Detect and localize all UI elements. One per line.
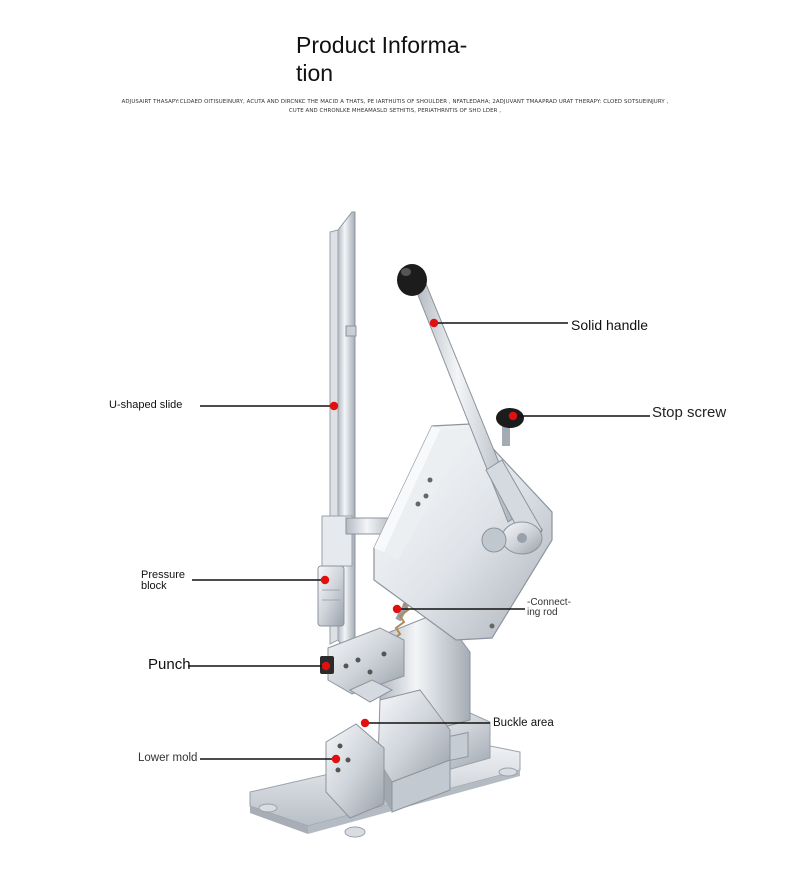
- u-shaped-slide: [321, 211, 357, 651]
- pressure-block: [317, 565, 345, 627]
- leader-lines: [188, 322, 650, 760]
- solid-handle: [397, 264, 543, 555]
- label-punch: Punch: [148, 656, 191, 673]
- marker-u-shaped-slide: [329, 401, 339, 411]
- handle-knob-icon: [397, 264, 427, 296]
- label-lower-mold: Lower mold: [138, 752, 198, 764]
- marker-pressure-block: [320, 575, 330, 585]
- label-connecting-rod: -Connect- ing rod: [527, 597, 571, 618]
- page-title: Product Informa- tion: [296, 31, 496, 87]
- marker-lower-mold: [331, 754, 341, 764]
- label-pressure-block: Pressure block: [141, 569, 186, 592]
- subtitle-text: ADJUSAIRT THASAPY:CLOAED OITISUEINURY, A…: [121, 99, 669, 114]
- label-u-shaped-slide: U-shaped slide: [109, 399, 183, 411]
- lower-mold-block: [325, 723, 385, 819]
- title-line-2: tion: [296, 60, 334, 86]
- marker-solid-handle: [429, 318, 439, 328]
- marker-stop-screw: [508, 411, 518, 421]
- marker-buckle-area: [360, 718, 370, 728]
- punch-assembly: [320, 627, 405, 703]
- label-solid-handle: Solid handle: [571, 317, 649, 333]
- label-stop-screw: Stop screw: [652, 404, 727, 421]
- marker-punch: [321, 661, 331, 671]
- marker-connecting-rod: [392, 604, 402, 614]
- title-line-1: Product Informa-: [296, 32, 468, 58]
- marker-dots: [320, 318, 518, 764]
- label-buckle-area: Buckle area: [493, 717, 554, 729]
